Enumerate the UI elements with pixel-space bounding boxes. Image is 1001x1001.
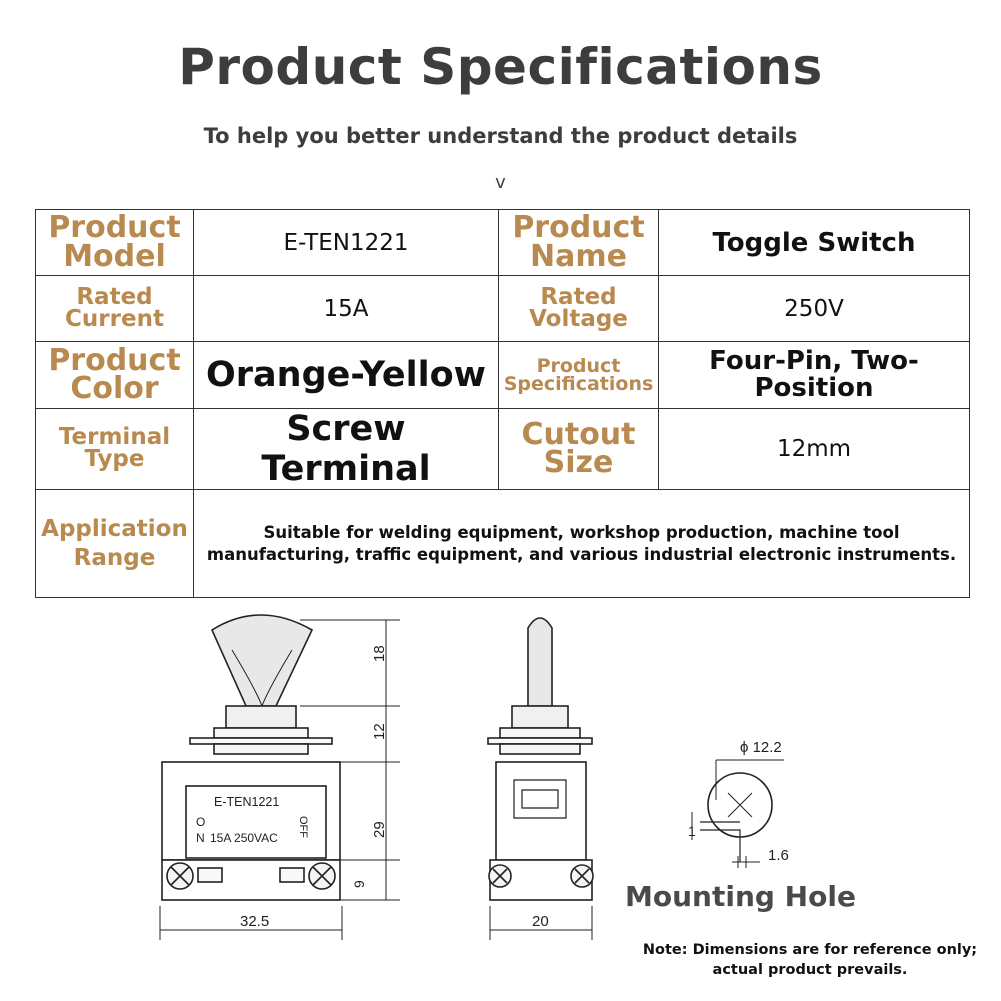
page-subtitle: To help you better understand the produc… — [203, 124, 798, 148]
side-width-dim: 20 — [532, 913, 549, 930]
table-row: Terminal Type Screw Terminal Cutout Size… — [35, 408, 970, 490]
front-label-on: O — [196, 815, 205, 829]
page-title: Product Specifications — [178, 38, 823, 96]
side-bushing-nut — [511, 705, 569, 729]
hole-key-dim: 1 — [688, 823, 696, 839]
side-switch-body — [495, 761, 587, 861]
footnote-line-1: Note: Dimensions are for reference only; — [642, 942, 978, 958]
table-row: Rated Current 15A Rated Voltage 250V — [35, 275, 970, 342]
front-washer — [213, 727, 309, 739]
rated-current-value: 15A — [193, 275, 499, 342]
front-bushing-nut — [225, 705, 297, 729]
front-mounting-plate — [189, 737, 333, 745]
front-label-n: N — [196, 831, 205, 845]
application-range-value: Suitable for welding equipment, workshop… — [193, 489, 970, 598]
mounting-hole-title: Mounting Hole — [625, 880, 856, 913]
front-width-dim: 32.5 — [240, 913, 269, 930]
front-label-off: OFF — [297, 816, 309, 838]
cutout-size-label: Cutout Size — [498, 408, 659, 490]
footnote-line-2: actual product prevails. — [712, 961, 908, 978]
table-row: Application Range Suitable for welding e… — [35, 489, 970, 598]
table-row: Product Color Orange-Yellow Product Spec… — [35, 341, 970, 409]
side-view-toggle-lever — [527, 617, 553, 707]
hole-diameter-dim: ϕ 12.2 — [740, 739, 782, 756]
rated-voltage-value: 250V — [658, 275, 970, 342]
spec-table: Product Model E-TEN1221 Product Name Tog… — [35, 209, 970, 598]
terminal-type-label: Terminal Type — [35, 408, 194, 490]
product-specs-label: Product Specifications — [498, 341, 659, 409]
product-specs-value: Four-Pin, Two-Position — [658, 341, 970, 409]
side-mounting-plate — [487, 737, 593, 745]
terminal-type-value: Screw Terminal — [193, 408, 499, 490]
footnote: Note: Dimensions are for reference only;… — [630, 941, 990, 980]
rated-current-label: Rated Current — [35, 275, 194, 342]
product-color-value: Orange-Yellow — [193, 341, 499, 409]
front-dim-12: 12 — [371, 723, 388, 740]
rated-voltage-label: Rated Voltage — [498, 275, 659, 342]
front-dim-9: 9 — [351, 880, 367, 888]
product-name-value: Toggle Switch — [658, 209, 970, 276]
front-dim-18: 18 — [371, 645, 388, 662]
chevron-down-icon: v — [495, 172, 506, 193]
front-dim-29: 29 — [371, 821, 388, 838]
cutout-size-value: 12mm — [658, 408, 970, 490]
front-label-model: E-TEN1221 — [214, 795, 279, 809]
product-model-label: Product Model — [35, 209, 194, 276]
table-row: Product Model E-TEN1221 Product Name Tog… — [35, 209, 970, 276]
front-rating-label — [185, 785, 327, 859]
front-view-toggle-lever — [210, 614, 314, 707]
hole-key-width-dim: 1.6 — [768, 847, 789, 864]
front-label-rating: 15A 250VAC — [210, 831, 278, 845]
